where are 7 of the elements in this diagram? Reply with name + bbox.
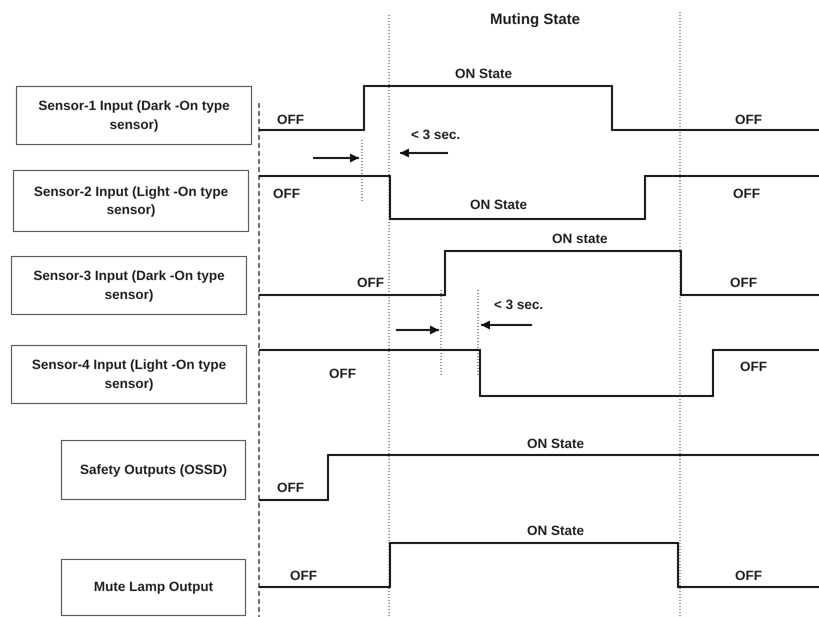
signal-name-box: Sensor-2 Input (Light -On type sensor): [13, 170, 249, 232]
title: Muting State: [490, 12, 580, 28]
signal-name-box: Sensor-3 Input (Dark -On type sensor): [11, 256, 247, 315]
signal-name-box: Mute Lamp Output: [61, 559, 246, 616]
signal-name-box: Sensor-1 Input (Dark -On type sensor): [16, 86, 252, 145]
signal-name-box: Safety Outputs (OSSD): [61, 440, 246, 500]
signal-name-box: Sensor-4 Input (Light -On type sensor): [11, 345, 247, 404]
